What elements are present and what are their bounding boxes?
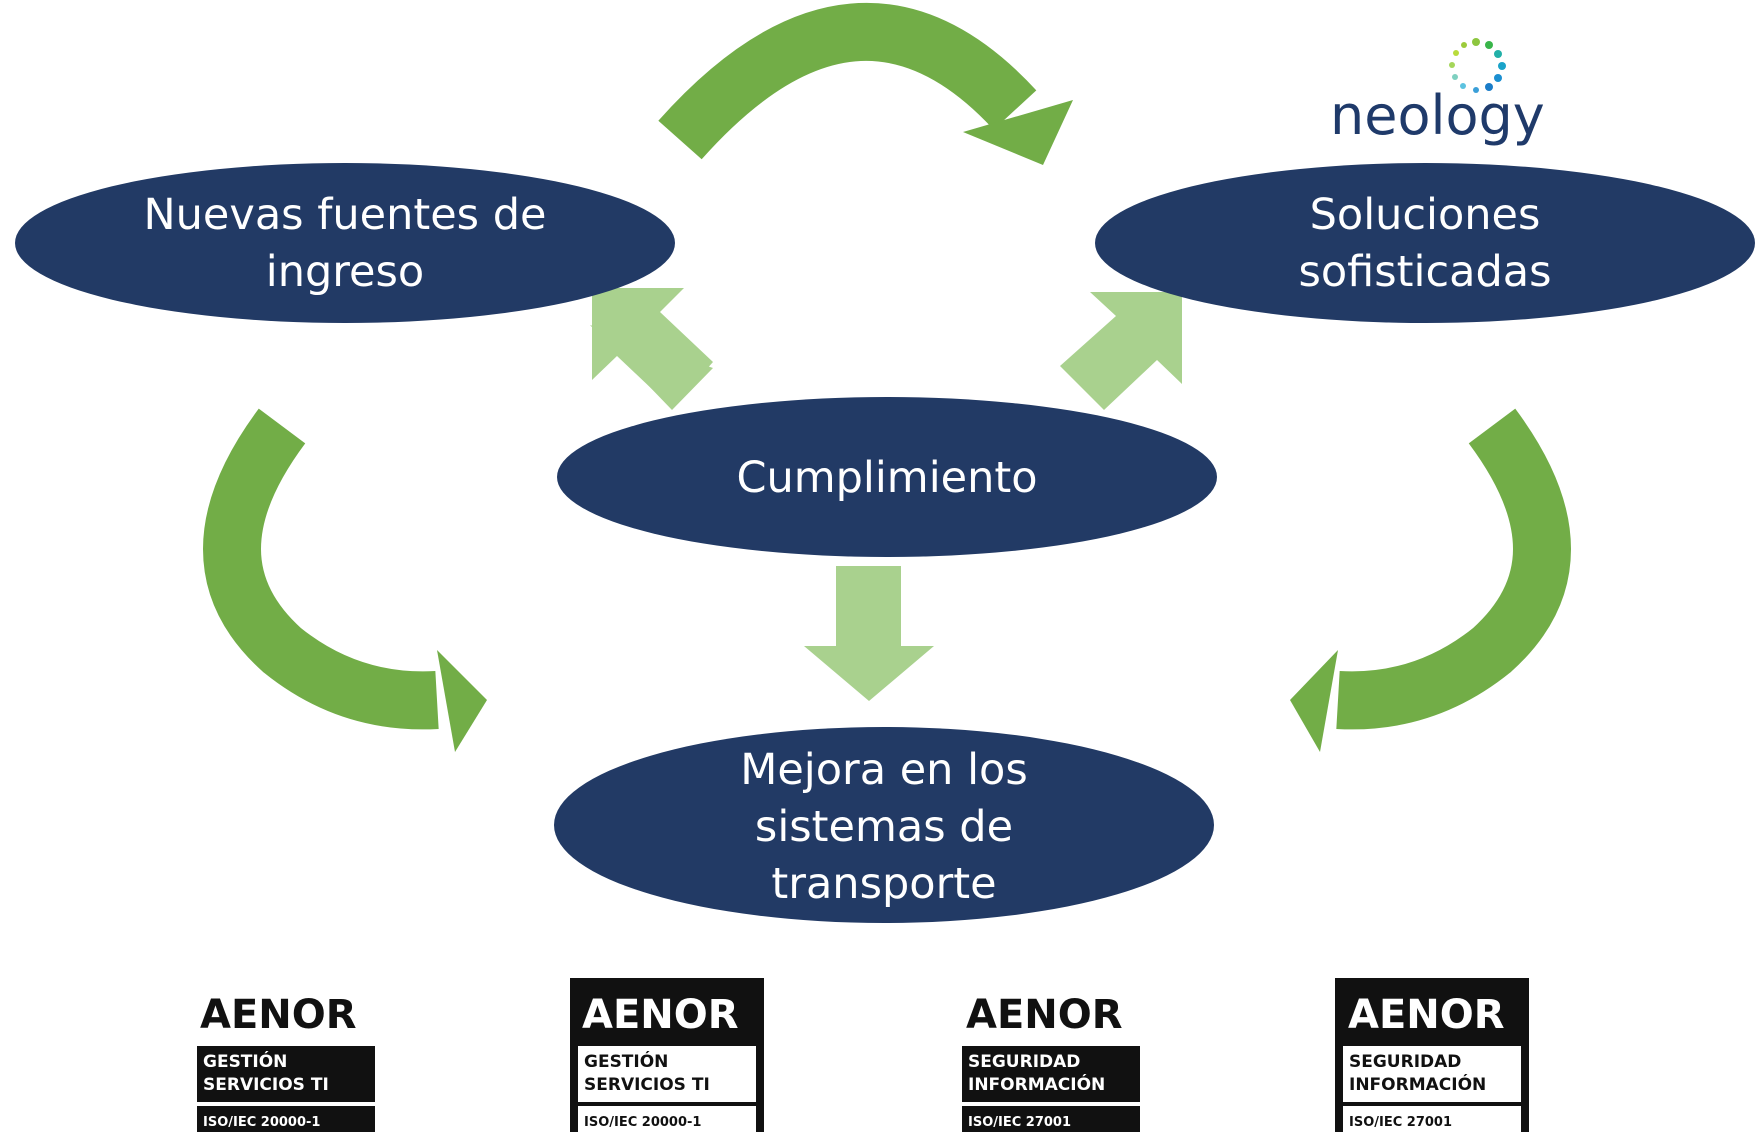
node-cumplimiento-line1: Cumplimiento — [736, 453, 1037, 503]
aenor-line1-4: SEGURIDAD — [1349, 1052, 1461, 1072]
dot-ring-icon — [1449, 38, 1506, 93]
aenor-line1-3: SEGURIDAD — [968, 1052, 1080, 1072]
neology-logo: neology — [1330, 38, 1545, 147]
aenor-iso-3: ISO/IEC 27001 — [968, 1115, 1071, 1130]
aenor-badge-3: AENOR SEGURIDAD INFORMACIÓN ISO/IEC 2700… — [962, 992, 1140, 1132]
aenor-brand-3: AENOR — [966, 992, 1123, 1038]
center-arrow-up-right — [1060, 292, 1182, 410]
node-nuevas-fuentes: Nuevas fuentes de ingreso — [15, 163, 675, 323]
node-mejora-line2: sistemas de — [755, 802, 1013, 852]
center-arrow-down — [804, 566, 934, 701]
aenor-line2-4: INFORMACIÓN — [1349, 1073, 1486, 1095]
aenor-line1-2: GESTIÓN — [584, 1050, 668, 1072]
aenor-line2-2: SERVICIOS TI — [584, 1075, 710, 1095]
aenor-badge-2: AENOR GESTIÓN SERVICIOS TI ISO/IEC 20000… — [570, 978, 764, 1132]
aenor-brand-1: AENOR — [200, 992, 357, 1038]
node-soluciones-line1: Soluciones — [1310, 190, 1541, 240]
aenor-line1-1: GESTIÓN — [203, 1050, 287, 1072]
aenor-badge-4: AENOR SEGURIDAD INFORMACIÓN ISO/IEC 2700… — [1335, 978, 1529, 1132]
node-mejora-line1: Mejora en los — [740, 745, 1028, 795]
aenor-badge-1: AENOR GESTIÓN SERVICIOS TI ISO/IEC 20000… — [197, 992, 375, 1132]
node-mejora: Mejora en los sistemas de transporte — [554, 727, 1214, 923]
cycle-arrow-left — [203, 408, 487, 752]
node-soluciones: Soluciones sofisticadas — [1095, 163, 1755, 323]
cycle-arrow-right — [1290, 408, 1571, 752]
aenor-line2-3: INFORMACIÓN — [968, 1073, 1105, 1095]
node-soluciones-line2: sofisticadas — [1298, 247, 1551, 297]
center-arrow-up-left — [590, 288, 713, 410]
aenor-iso-2: ISO/IEC 20000-1 — [584, 1115, 701, 1130]
node-mejora-line3: transporte — [771, 859, 996, 909]
aenor-brand-4: AENOR — [1348, 992, 1505, 1038]
neology-wordmark: neology — [1330, 84, 1545, 147]
aenor-line2-1: SERVICIOS TI — [203, 1075, 329, 1095]
cycle-arrow-top — [658, 2, 1073, 165]
node-nuevas-line2: ingreso — [266, 247, 424, 297]
aenor-iso-1: ISO/IEC 20000-1 — [203, 1115, 320, 1130]
aenor-brand-2: AENOR — [582, 992, 739, 1038]
node-cumplimiento: Cumplimiento — [557, 397, 1217, 557]
node-nuevas-line1: Nuevas fuentes de — [144, 190, 547, 240]
aenor-iso-4: ISO/IEC 27001 — [1349, 1115, 1452, 1130]
